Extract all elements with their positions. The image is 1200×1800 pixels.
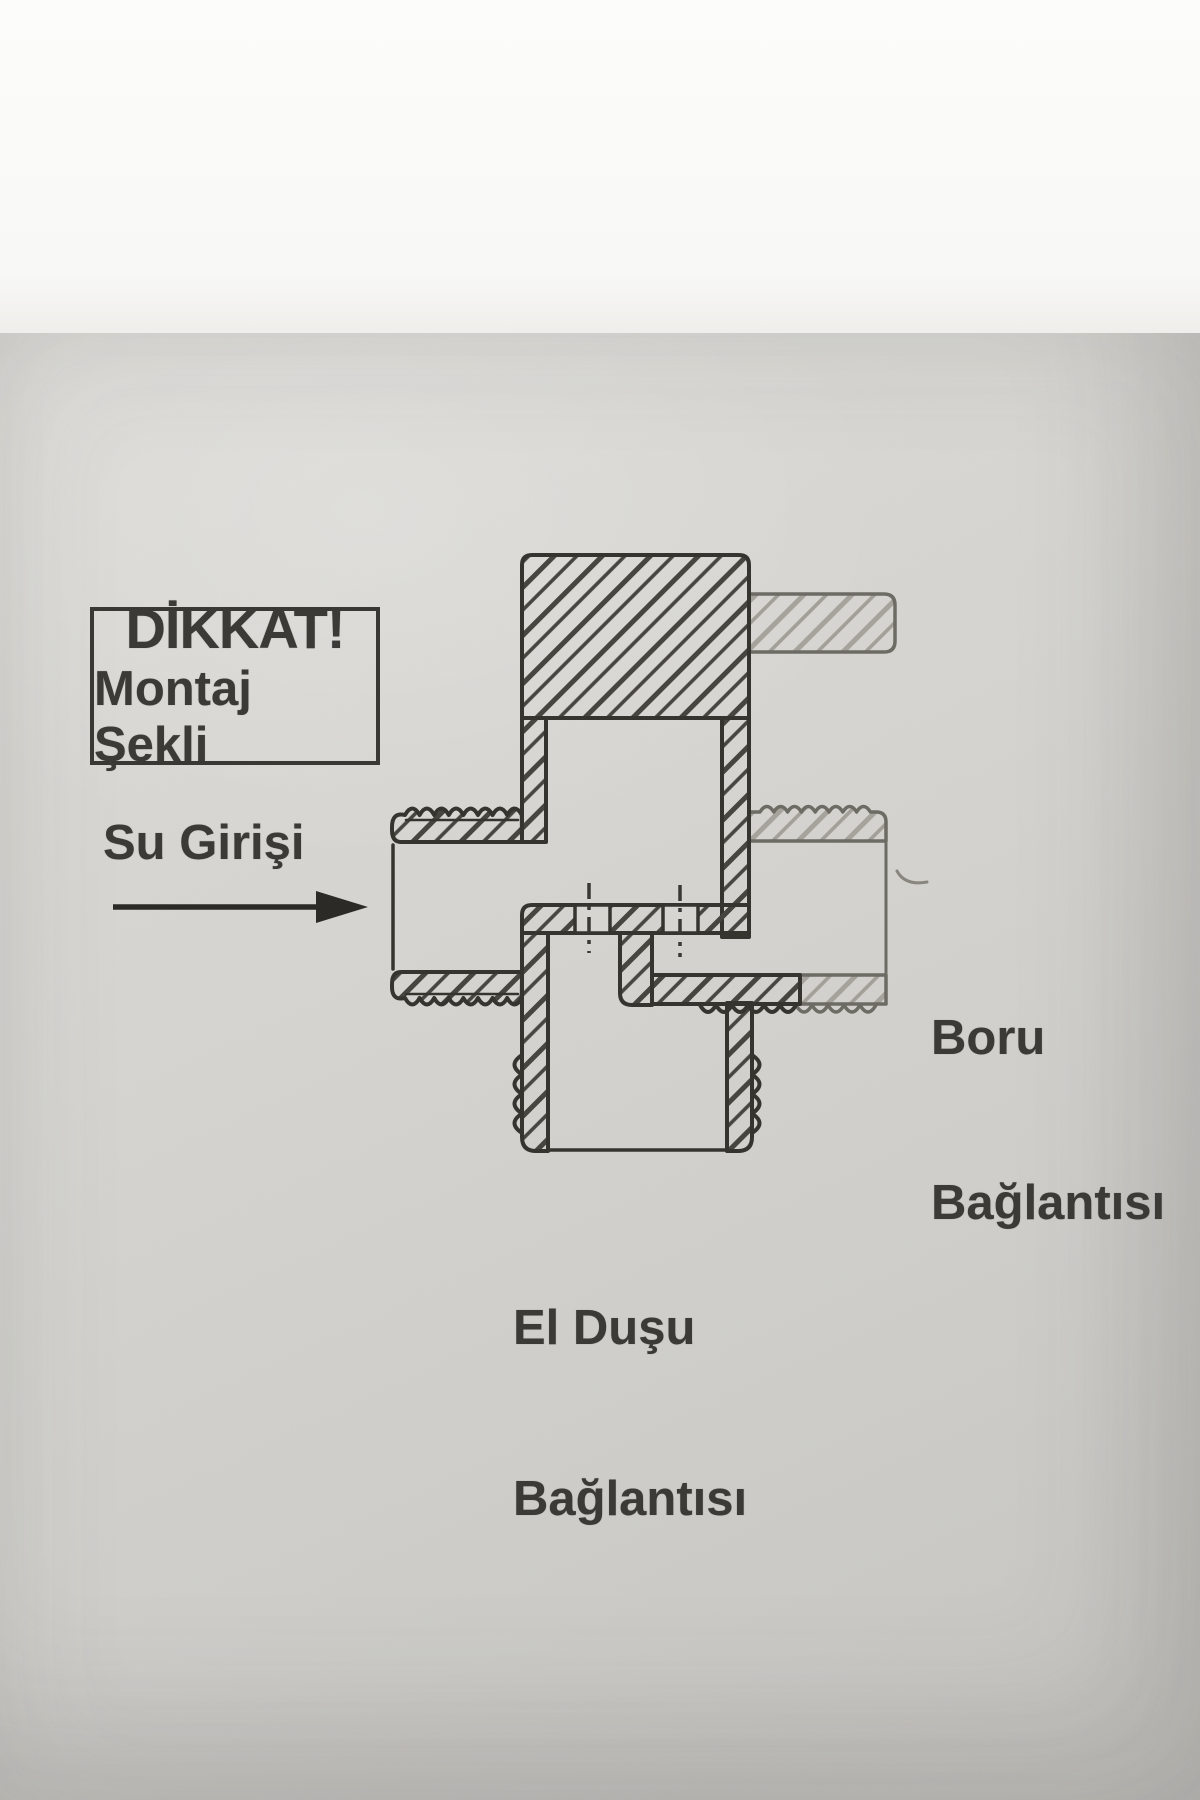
chamber-left-wall (520, 716, 548, 844)
hand-shower-label-line1: El Duşu (513, 1301, 696, 1355)
bottom-band-wall (650, 973, 802, 1006)
outlet-left-wall (520, 931, 550, 1153)
warning-subtitle: Montaj Şekli (94, 662, 252, 772)
passage-step-wall (618, 931, 654, 1007)
top-block (520, 553, 751, 720)
chamber-right-wall (720, 716, 751, 939)
page-top-white-band (0, 0, 1200, 333)
cartridge-bar (520, 903, 751, 935)
cartridge-port-left (573, 903, 612, 935)
pipe-connection-label: Boru Bağlantısı (931, 901, 1165, 1341)
pipe-connection-label-line1: Boru (931, 1011, 1046, 1065)
pipe-top-wall-threaded (747, 804, 888, 843)
pipe-bottom-thread-teeth (794, 1003, 878, 1014)
flow-arrow (113, 891, 368, 923)
boru-leader-line (895, 869, 929, 885)
pipe-bottom-wall (798, 973, 888, 1006)
hand-shower-label-line2: Bağlantısı (513, 1472, 748, 1526)
warning-title: DİKKAT! (125, 597, 345, 660)
cartridge-ports (573, 883, 700, 957)
bottom-band-thread-teeth (698, 1003, 798, 1014)
outlet-right-wall (725, 1001, 754, 1153)
pipe-upper-stub (747, 592, 897, 654)
flow-arrow-head (316, 891, 368, 923)
water-inlet-label: Su Girişi (103, 816, 305, 870)
inlet-top-wall-threaded (390, 806, 524, 844)
outlet-right-thread-teeth (750, 1053, 762, 1135)
inlet-bottom-wall-threaded (390, 970, 524, 1007)
pipe-connection-label-line2: Bağlantısı (931, 1176, 1166, 1230)
hand-shower-label: El Duşu Bağlantısı (513, 1186, 747, 1642)
warning-box: DİKKAT! Montaj Şekli (90, 599, 380, 772)
outlet-left-thread-teeth (512, 1053, 524, 1135)
